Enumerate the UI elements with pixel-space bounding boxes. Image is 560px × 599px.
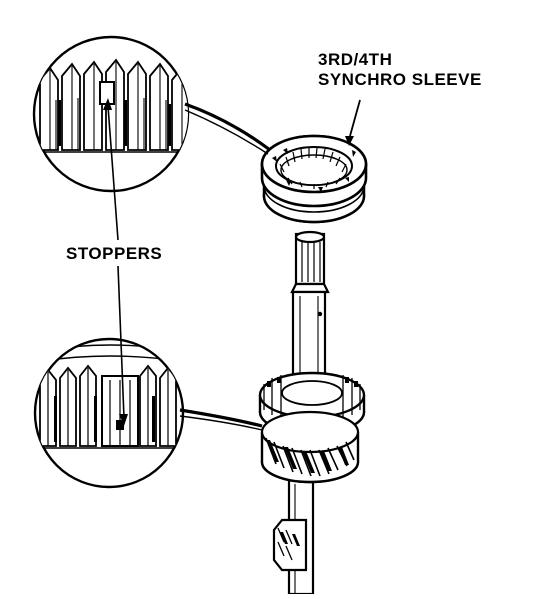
- sleeve-pointer-arrow: [345, 136, 354, 146]
- detail-view-upper: [32, 35, 190, 193]
- synchro-sleeve-label-line1: 3RD/4TH: [318, 50, 393, 69]
- leader-lines: [179, 99, 361, 431]
- synchro-sleeve-label: 3RD/4TH SYNCHRO SLEEVE: [318, 50, 482, 89]
- stopper-pointers: [107, 105, 125, 419]
- synchro-sleeve: [260, 134, 368, 224]
- mainshaft: [287, 230, 330, 596]
- detail-view-lower: [33, 337, 185, 489]
- synchro-sleeve-label-line2: SYNCHRO SLEEVE: [318, 69, 482, 89]
- gear-assembly: [258, 371, 366, 572]
- stoppers-label: STOPPERS: [66, 244, 163, 263]
- stopper-arrow-down: [119, 414, 128, 426]
- stopper-arrow-up: [103, 98, 112, 110]
